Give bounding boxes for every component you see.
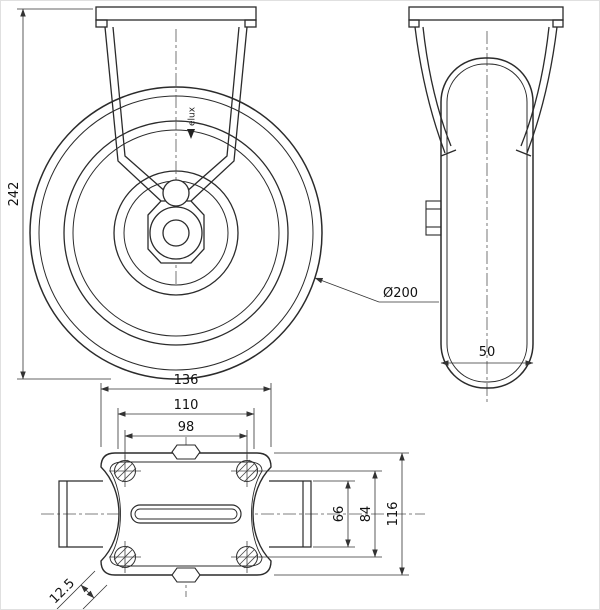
hex-bolt-bottom <box>171 567 201 583</box>
bolt-hole <box>231 455 263 487</box>
dim-12-5: 12.5 <box>47 570 108 609</box>
hex-bolts <box>171 444 201 583</box>
dim-136-label: 136 <box>174 373 199 388</box>
dim-242-label: 242 <box>7 182 22 207</box>
hub-cap <box>147 200 205 264</box>
mounting-plate <box>100 452 272 576</box>
dim-66-label: 66 <box>332 506 347 523</box>
bracket-front <box>95 6 257 264</box>
dim-110-label: 110 <box>174 398 199 413</box>
bolt-hole <box>231 541 263 573</box>
hex-bolt-top <box>171 444 201 460</box>
dim-242: 242 <box>7 8 111 380</box>
center-slot <box>130 504 242 524</box>
dim-110: 110 <box>117 398 255 449</box>
axle-bolt-side <box>425 200 442 236</box>
dim-84-label: 84 <box>359 506 374 523</box>
dim-diameter-label: Ø200 <box>383 286 418 301</box>
bracket-side <box>408 6 564 157</box>
brand-logo: elux <box>187 106 198 139</box>
dim-136: 136 <box>100 373 272 447</box>
dim-116: 116 <box>274 452 409 576</box>
dim-50-label: 50 <box>479 345 496 360</box>
kingpin-bolt <box>162 179 190 207</box>
dim-116-label: 116 <box>386 502 401 527</box>
dim-98-label: 98 <box>178 420 195 435</box>
bolt-hole <box>109 455 141 487</box>
top-view: 136 110 98 66 84 <box>41 373 425 609</box>
dim-diameter: Ø200 <box>314 277 439 303</box>
dim-50: 50 <box>440 345 534 366</box>
bolt-hole <box>109 541 141 573</box>
axle-body-top <box>58 480 312 548</box>
dim-98: 98 <box>124 420 248 459</box>
brand-arrow-icon <box>187 129 195 139</box>
dim-12-5-label: 12.5 <box>47 576 78 607</box>
bolt-holes <box>109 455 263 573</box>
dim-66: 66 <box>313 480 355 548</box>
side-view: 50 <box>408 6 564 403</box>
brand-label: elux <box>188 106 198 126</box>
front-view: elux 242 Ø200 <box>7 6 439 380</box>
dim-84: 84 <box>259 470 382 558</box>
